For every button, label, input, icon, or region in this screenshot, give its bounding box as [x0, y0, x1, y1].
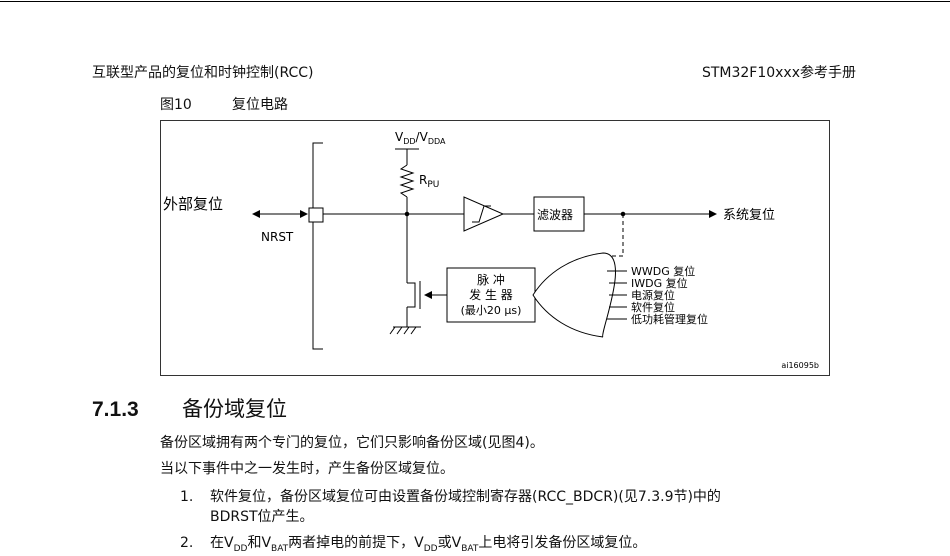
- nrst-label: NRST: [261, 230, 294, 244]
- figure-label: 图10: [160, 97, 192, 113]
- section-heading: 7.1.3 备份域复位: [92, 393, 287, 423]
- ext-reset-label: 外部复位: [163, 195, 223, 213]
- feedback-dashed-line: [601, 214, 624, 257]
- list-item-1: 1. 软件复位，备份区域复位可由设置备份域控制寄存器(RCC_BDCR)(见7.3…: [180, 486, 721, 506]
- or-gate: [532, 252, 616, 338]
- filter-label: 滤波器: [537, 208, 573, 222]
- system-reset-label: 系统复位: [723, 208, 775, 223]
- list-item-1-number: 1.: [180, 489, 194, 505]
- paragraph-2: 当以下事件中之一发生时，产生备份区域复位。: [160, 461, 454, 477]
- section-title: 备份域复位: [182, 397, 287, 421]
- nrst-pad: [308, 207, 324, 223]
- schmitt-buffer: [463, 196, 505, 232]
- input-iwdg: IWDG 复位: [631, 276, 688, 290]
- figure-caption: 图10 复位电路: [160, 94, 288, 114]
- list-item-1-text: 软件复位，备份区域复位可由设置备份域控制寄存器(RCC_BDCR)(见7.3.9…: [210, 489, 721, 505]
- reset-circuit-figure: 外部复位 NRST VDD/VDDA RPU 滤波器 系统复位 脉 冲 发 生 …: [160, 120, 830, 376]
- list-item-2: 2.在VDD和VBAT两者掉电的前提下，VDD或VBAT上电将引发备份区域复位。: [180, 535, 647, 554]
- section-number: 7.1.3: [92, 398, 139, 421]
- top-rule: [0, 1, 950, 2]
- rpu-label: RPU: [419, 173, 439, 190]
- nmos-transistor: [407, 282, 416, 308]
- figure-ref-id: ai16095b: [781, 361, 819, 370]
- reset-circuit-diagram: 外部复位 NRST VDD/VDDA RPU 滤波器 系统复位 脉 冲 发 生 …: [163, 130, 819, 370]
- pulse-generator-box: [446, 267, 536, 323]
- input-lowpower: 低功耗管理复位: [631, 312, 708, 326]
- paragraph-1: 备份区域拥有两个专门的复位，它们只影响备份区域(见图4)。: [160, 435, 544, 451]
- list-item-2-number: 2.: [180, 535, 194, 551]
- running-header-right: STM32F10xxx参考手册: [701, 65, 856, 81]
- pulse-line-3: (最小20 µs): [461, 304, 522, 317]
- list-item-1-cont: BDRST位产生。: [210, 509, 314, 525]
- input-software: 软件复位: [631, 300, 675, 314]
- input-wwdg: WWDG 复位: [631, 264, 695, 278]
- rpu-resistor: [399, 164, 415, 198]
- pulse-line-1: 脉 冲: [477, 272, 505, 287]
- chip-boundary: [312, 142, 323, 350]
- vdd-label: VDD/VDDA: [395, 130, 446, 146]
- running-header-left: 互联型产品的复位和时钟控制(RCC): [92, 65, 314, 81]
- pulse-line-2: 发 生 器: [469, 287, 513, 302]
- input-power: 电源复位: [631, 288, 675, 302]
- figure-title: 复位电路: [232, 97, 288, 113]
